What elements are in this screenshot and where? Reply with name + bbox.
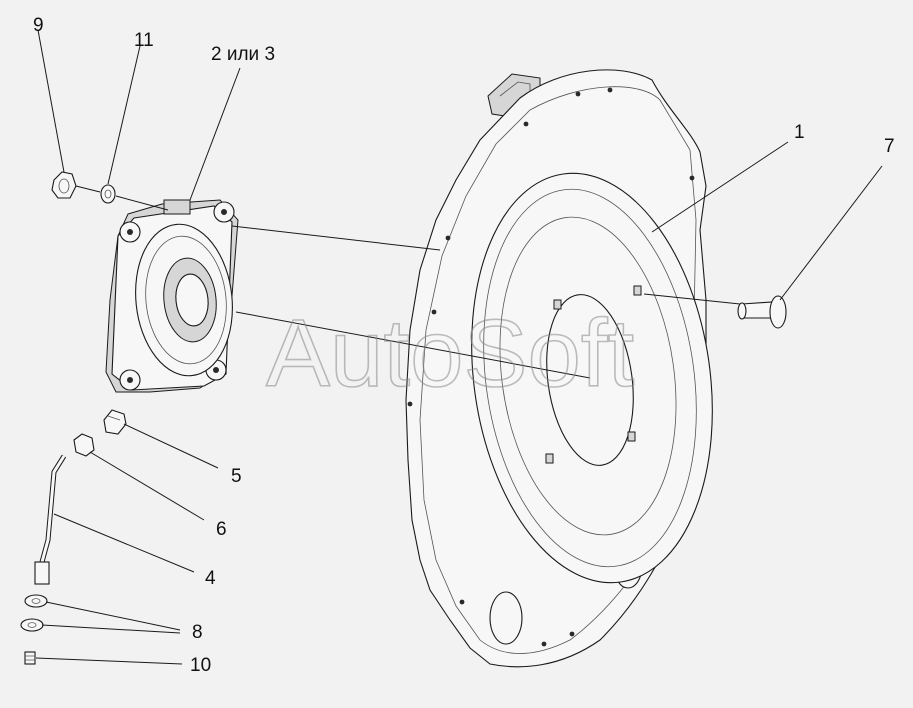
part-9-nut [51, 171, 77, 199]
part-11-washer [100, 184, 116, 204]
leader-lines [35, 29, 883, 665]
part-6-coupling-nut [73, 433, 95, 457]
cover-plate-holes [407, 87, 695, 647]
part-4-tube [34, 454, 67, 585]
tube-end-sleeve [34, 561, 50, 585]
bottom-cutout-left [489, 591, 523, 645]
disc-square-slots [545, 285, 642, 464]
part-1-cover-plate [405, 69, 713, 668]
callout-4: 4 [205, 568, 216, 589]
callout-8: 8 [192, 622, 203, 643]
callout-5: 5 [231, 466, 242, 487]
callout-10: 10 [190, 655, 211, 676]
callout-6: 6 [216, 519, 227, 540]
watermark-text: AutoSoft [266, 300, 634, 407]
callout-2-or-3: 2 или 3 [211, 44, 275, 65]
part-10-plug [24, 651, 36, 665]
center-pad [546, 294, 634, 466]
part-5-fitting [103, 409, 127, 435]
callout-11: 11 [134, 30, 154, 51]
housing-top-lug [163, 199, 191, 215]
part-2-or-3-bearing-housing [105, 199, 239, 393]
callout-1: 1 [794, 122, 805, 143]
part-8-nuts [20, 594, 48, 632]
callout-9: 9 [33, 15, 44, 36]
part-7-pin [737, 295, 787, 329]
assembly-axis-lines [75, 185, 741, 379]
callout-7: 7 [884, 136, 895, 157]
